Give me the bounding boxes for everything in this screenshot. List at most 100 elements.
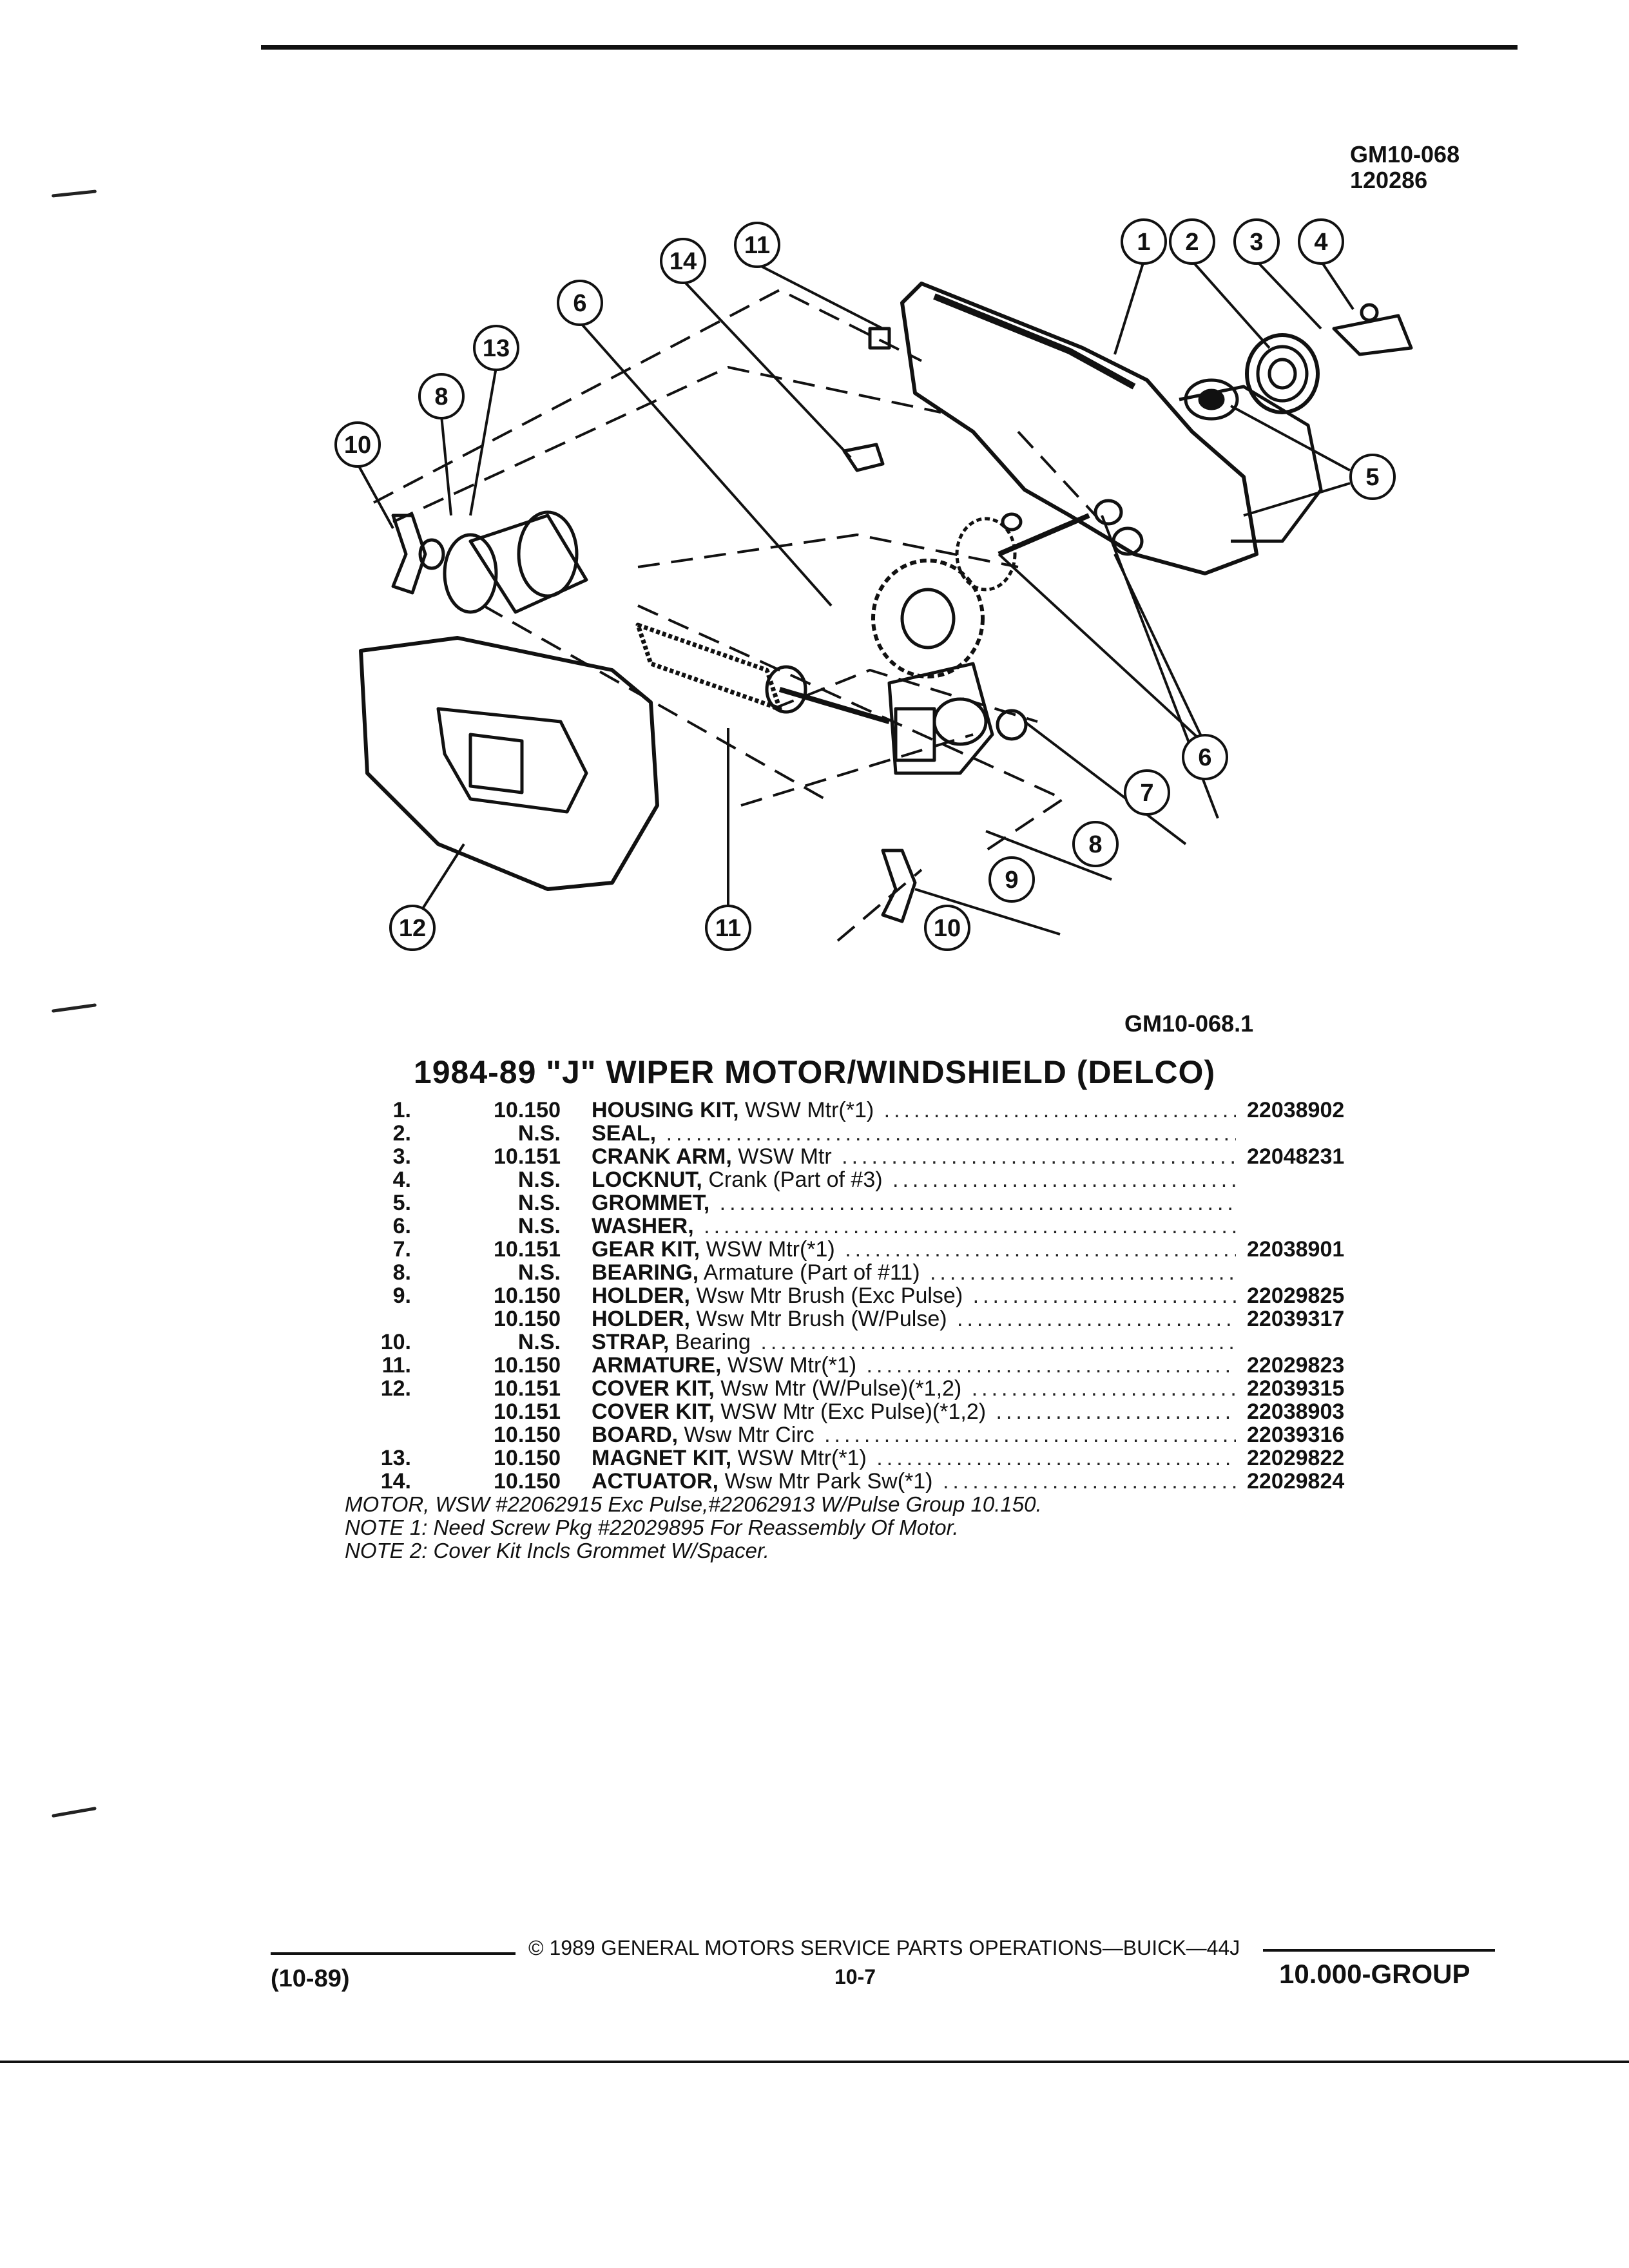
margin-mark [51, 1003, 97, 1013]
table-row: 10. N.S. STRAP, Bearing ..................… [0, 1331, 1629, 1354]
item-number: 10. [380, 1330, 411, 1354]
item-number: 5. [392, 1191, 411, 1215]
svg-text:6: 6 [1198, 744, 1211, 771]
item-number: 13. [380, 1446, 411, 1470]
callout-9: 9 [988, 856, 1035, 903]
callout-11-top: 11 [734, 222, 780, 268]
svg-text:6: 6 [573, 290, 586, 317]
leader-dots: ........................................… [996, 1400, 1237, 1423]
leader-dots: ........................................… [892, 1168, 1236, 1191]
callout-10-left: 10 [334, 421, 381, 468]
item-name: BEARING, [592, 1261, 699, 1284]
group-number: 10.150 [494, 1353, 561, 1378]
item-description: STRAP, Bearing .........................… [592, 1331, 1236, 1354]
item-name: BOARD, [592, 1423, 679, 1446]
group-number: N.S. [517, 1330, 561, 1354]
group-number: 10.150 [494, 1307, 561, 1331]
part-number: 22029823 [1247, 1353, 1345, 1378]
item-name: HOLDER, [592, 1307, 690, 1331]
callout-7: 7 [1124, 769, 1170, 816]
item-description: HOLDER, Wsw Mtr Brush (W/Pulse) ........… [592, 1307, 1236, 1331]
parts-list-title: 1984-89 "J" WIPER MOTOR/WINDSHIELD (DELC… [413, 1054, 1216, 1090]
group-number: 10.150 [494, 1469, 561, 1494]
item-description: HOLDER, Wsw Mtr Brush (Exc Pulse) ......… [592, 1284, 1236, 1307]
item-description: COVER KIT, WSW Mtr (Exc Pulse)(*1,2) ...… [592, 1400, 1236, 1423]
item-description: SEAL, ..................................… [592, 1122, 1236, 1145]
item-name: LOCKNUT, [592, 1168, 702, 1191]
group-number: N.S. [517, 1121, 561, 1146]
group-number: 10.150 [494, 1446, 561, 1470]
note-line: NOTE 2: Cover Kit Incls Grommet W/Spacer… [345, 1539, 769, 1562]
group-number: N.S. [517, 1191, 561, 1215]
figure-date: 120286 [1350, 167, 1428, 193]
table-row: 10.150 BOARD, Wsw Mtr Circ ..............… [0, 1423, 1629, 1446]
callout-1: 1 [1121, 218, 1167, 265]
note-line: MOTOR, WSW #22062915 Exc Pulse,#22062913… [345, 1492, 1042, 1516]
part-number: 22039316 [1247, 1423, 1345, 1447]
item-number: 1. [392, 1098, 411, 1122]
margin-mark [51, 189, 97, 198]
item-description: ARMATURE, WSW Mtr(*1) ..................… [592, 1354, 1236, 1377]
part-number: 22038901 [1247, 1237, 1345, 1262]
group-number: N.S. [517, 1260, 561, 1285]
svg-text:14: 14 [670, 248, 697, 275]
item-number: 4. [392, 1168, 411, 1192]
item-detail: Wsw Mtr Brush (Exc Pulse) [690, 1284, 963, 1307]
callout-6-left: 6 [557, 280, 603, 326]
item-name: WASHER, [592, 1215, 694, 1238]
part-number: 22029824 [1247, 1469, 1345, 1494]
item-number: 3. [392, 1144, 411, 1169]
item-name: HOUSING KIT, [592, 1099, 739, 1122]
footer-date-code: (10-89) [271, 1965, 350, 1992]
callout-8-left: 8 [418, 373, 465, 419]
table-row: 2. N.S. SEAL, ............................… [0, 1122, 1629, 1145]
footer-copyright: © 1989 GENERAL MOTORS SERVICE PARTS OPER… [528, 1936, 1240, 1959]
callout-3: 3 [1233, 218, 1280, 265]
item-description: LOCKNUT, Crank (Part of #3) ............… [592, 1168, 1236, 1191]
item-detail: Wsw Mtr Circ [678, 1423, 815, 1446]
item-description: BEARING, Armature (Part of #11) ........… [592, 1261, 1236, 1284]
item-detail: WSW Mtr(*1) [738, 1099, 874, 1122]
item-number: 12. [380, 1376, 411, 1401]
svg-text:10: 10 [934, 915, 961, 942]
group-number: 10.150 [494, 1283, 561, 1308]
item-description: BOARD, Wsw Mtr Circ ....................… [592, 1423, 1236, 1446]
svg-text:2: 2 [1185, 229, 1199, 256]
callout-6-right: 6 [1182, 734, 1228, 780]
item-name: GEAR KIT, [592, 1238, 700, 1261]
callout-2: 2 [1169, 218, 1215, 265]
svg-text:7: 7 [1140, 780, 1153, 807]
diagram-id: GM10-068.1 [1124, 1010, 1254, 1037]
item-detail: WSW Mtr [731, 1145, 832, 1168]
group-number: 10.151 [494, 1399, 561, 1424]
item-number: 6. [392, 1214, 411, 1238]
callout-5: 5 [1349, 454, 1396, 500]
exploded-parts-diagram: 11 14 6 13 8 10 1 2 [334, 218, 1413, 951]
part-number: 22039317 [1247, 1307, 1345, 1331]
leader-dots: ........................................… [929, 1261, 1236, 1284]
item-detail: WSW Mtr(*1) [700, 1238, 835, 1261]
group-number: 10.151 [494, 1237, 561, 1262]
leader-dots: ........................................… [719, 1191, 1236, 1215]
group-number: 10.150 [494, 1423, 561, 1447]
figure-header: GM10-068 120286 [1350, 142, 1460, 193]
item-number: 2. [392, 1121, 411, 1146]
leader-dots: ........................................… [942, 1470, 1236, 1493]
callout-14: 14 [660, 238, 706, 284]
note-line: NOTE 1: Need Screw Pkg #22029895 For Rea… [345, 1515, 959, 1539]
part-number: 22029822 [1247, 1446, 1345, 1470]
figure-code: GM10-068 [1350, 141, 1460, 168]
leader-dots: ........................................… [704, 1215, 1236, 1238]
table-row: 8.N.S.BEARING, Armature (Part of #11) ..… [0, 1261, 1629, 1284]
item-name: GROMMET, [592, 1191, 710, 1215]
part-number: 22039315 [1247, 1376, 1345, 1401]
svg-text:4: 4 [1314, 229, 1327, 256]
svg-text:8: 8 [434, 383, 448, 410]
part-number: 22038902 [1247, 1098, 1345, 1122]
leader-dots: ........................................… [666, 1122, 1236, 1145]
bottom-rule [0, 2061, 1629, 2063]
item-name: SEAL, [592, 1122, 657, 1145]
item-detail: Wsw Mtr (W/Pulse)(*1,2) [714, 1377, 962, 1400]
item-description: COVER KIT, Wsw Mtr (W/Pulse)(*1,2) .....… [592, 1377, 1236, 1400]
